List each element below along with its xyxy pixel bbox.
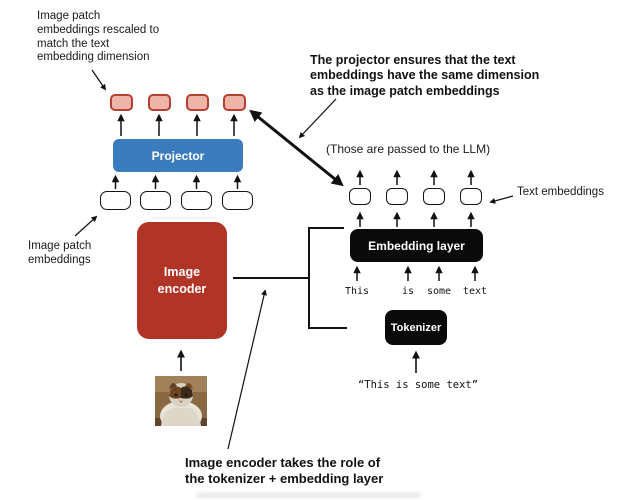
text-embedding-box — [460, 188, 482, 205]
rescaled-embeddings-note: Image patch embeddings rescaled to match… — [37, 10, 160, 64]
input-text: “This is some text” — [357, 379, 479, 391]
text-embeddings-to-llm-arrows — [356, 169, 475, 185]
projector-note-arrow — [298, 98, 337, 139]
faded-ghost-text — [196, 492, 421, 498]
projector-to-rescaled-arrows — [117, 113, 238, 136]
image-patch-note-arrow — [74, 215, 98, 237]
projector-note: The projector ensures that the text embe… — [310, 53, 540, 98]
image-patch-embedding-box — [181, 191, 212, 210]
projector-box: Projector — [113, 139, 243, 172]
image-patch-embedding-box — [222, 191, 253, 210]
token-word: some — [426, 286, 452, 297]
image-patch-embeddings-label: Image patch embeddings — [28, 240, 92, 266]
bottom-note: Image encoder takes the role of the toke… — [185, 455, 384, 486]
cat-photo — [155, 376, 207, 426]
image-encoder-box: Image encoder — [137, 222, 227, 339]
text-embedding-box — [423, 188, 445, 205]
token-word: is — [401, 286, 415, 297]
bracket — [308, 227, 347, 329]
rescaled-note-arrow — [91, 69, 107, 91]
token-to-embedding-arrows — [353, 265, 479, 281]
text-embeddings-note-arrow — [489, 195, 514, 204]
token-word: text — [462, 286, 488, 297]
token-word: This — [344, 286, 370, 297]
text-embeddings-label: Text embeddings — [517, 186, 604, 198]
embedding-layer-box: Embedding layer — [350, 229, 483, 262]
patch-to-projector-arrows — [111, 174, 242, 189]
rescaled-embedding-box — [148, 94, 171, 111]
image-patch-embedding-box — [100, 191, 131, 210]
rescaled-embedding-box — [223, 94, 246, 111]
text-embedding-box — [349, 188, 371, 205]
llm-note: (Those are passed to the LLM) — [326, 142, 491, 156]
rescaled-embedding-box — [186, 94, 209, 111]
image-patch-embedding-box — [140, 191, 171, 210]
rescaled-embedding-box — [110, 94, 133, 111]
embedding-layer-output-arrows — [356, 211, 475, 227]
bottom-note-arrow — [227, 289, 267, 450]
text-embedding-box — [386, 188, 408, 205]
tokenizer-box: Tokenizer — [385, 310, 447, 345]
